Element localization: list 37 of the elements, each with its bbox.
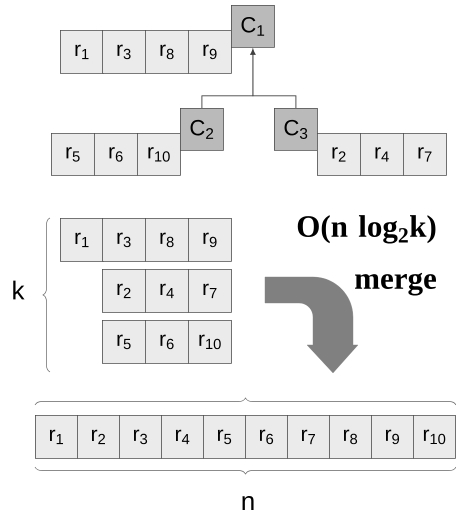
- record-cell: r$_{6}$: [94, 133, 138, 176]
- record-cell: r$_{1}$: [60, 30, 104, 74]
- record-cell: r$_{4}$: [360, 133, 404, 176]
- record-cell: r$_{2}$: [102, 269, 146, 313]
- record-cell: r$_{1}$: [60, 218, 104, 262]
- cluster-box: C$_{2}$: [180, 108, 224, 151]
- record-cell: r$_{10}$: [413, 415, 456, 459]
- record-cell: r$_{8}$: [145, 218, 189, 262]
- record-cell: r$_{5}$: [203, 415, 246, 459]
- record-cell: r$_{1}$: [35, 415, 78, 459]
- record-cell: r$_{7}$: [403, 133, 447, 176]
- record-cell: r$_{3}$: [102, 30, 146, 74]
- record-cell: r$_{6}$: [145, 320, 189, 364]
- brace-label: k: [13, 280, 25, 300]
- record-cell: r$_{9}$: [371, 415, 414, 459]
- record-cell: r$_{9}$: [188, 218, 232, 262]
- record-cell: r$_{6}$: [245, 415, 288, 459]
- record-cell: r$_{5}$: [51, 133, 95, 176]
- record-cell: r$_{8}$: [329, 415, 372, 459]
- record-cell: r$_{9}$: [188, 30, 232, 74]
- record-cell: r$_{8}$: [145, 30, 189, 74]
- record-cell: r$_{2}$: [77, 415, 120, 459]
- record-cell: r$_{5}$: [102, 320, 146, 364]
- record-cell: r$_{4}$: [161, 415, 204, 459]
- record-cell: r$_{2}$: [317, 133, 361, 176]
- record-cell: r$_{3}$: [119, 415, 162, 459]
- record-cell: r$_{4}$: [145, 269, 189, 313]
- arrow: [250, 48, 296, 108]
- record-cell: r$_{7}$: [188, 269, 232, 313]
- brace-label: n: [242, 496, 254, 510]
- record-cell: r$_{3}$: [102, 218, 146, 262]
- record-cell: r$_{10}$: [137, 133, 181, 176]
- record-cell: r$_{7}$: [287, 415, 330, 459]
- cluster-box: C$_{1}$: [231, 5, 275, 48]
- cluster-box: C$_{3}$: [274, 108, 318, 151]
- record-cell: r$_{10}$: [188, 320, 232, 364]
- merge-label: O(n log$_{2}$k) merge: [298, 215, 436, 296]
